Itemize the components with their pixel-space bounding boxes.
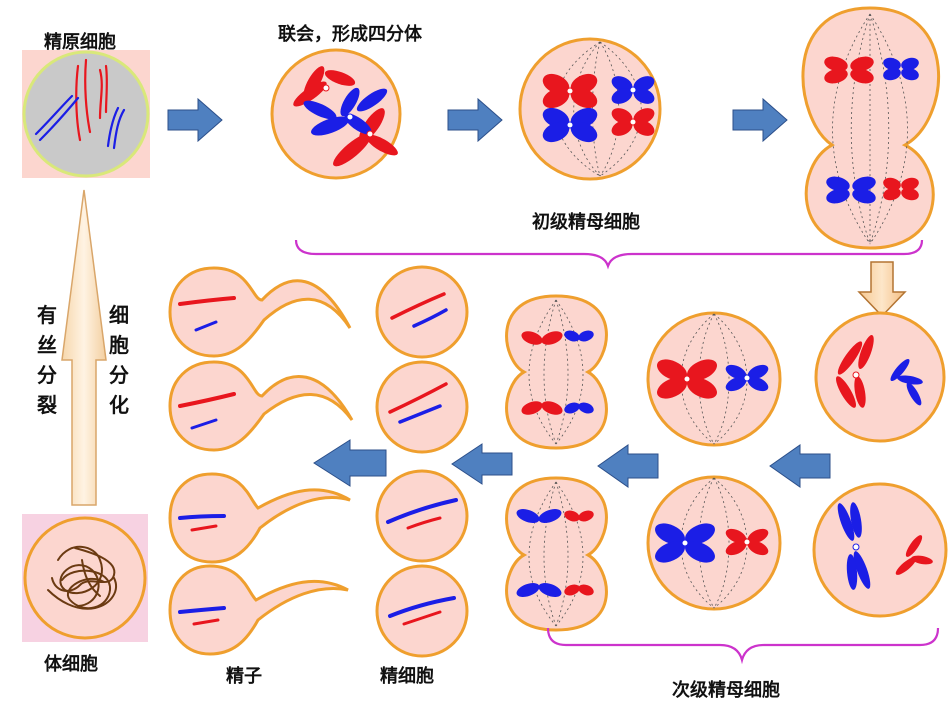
arrow-right-icon [732, 97, 788, 143]
spermatid-cell [375, 265, 469, 359]
secondary-spermatocyte-cell [814, 311, 946, 443]
primary-spermatocyte-label: 初级精母细胞 [532, 212, 640, 233]
arrow-right-icon [167, 97, 223, 143]
arrow-left-icon [451, 443, 513, 485]
arrow-left-icon [597, 444, 659, 488]
somatic-cell [22, 514, 148, 642]
anaphase-one-cell [801, 6, 941, 250]
sperm-cell [168, 266, 352, 358]
spermatid-cell [375, 564, 469, 658]
spermatid-cell [375, 469, 469, 563]
synapsis-cell [270, 48, 402, 180]
primary-spermatocyte-bracket [294, 239, 924, 270]
mitosis-label: 有丝分裂 [37, 303, 57, 417]
spermatid-cell [375, 360, 469, 454]
sperm-cell [168, 472, 351, 564]
metaphase-one-cell [518, 37, 662, 181]
anaphase-two-cell [505, 294, 608, 450]
metaphase-two-cell [646, 311, 782, 447]
differentiation-label: 细胞分化 [109, 303, 129, 417]
secondary-spermatocyte-cell [812, 482, 948, 618]
arrow-left-icon [769, 444, 831, 488]
sperm-cell [168, 360, 354, 452]
secondary-spermatocyte-bracket [546, 627, 940, 665]
arrow-right-icon [447, 97, 503, 143]
sperm-cell [168, 564, 349, 656]
arrow-left-icon [313, 439, 387, 487]
spermatogonium-label: 精原细胞 [44, 32, 116, 53]
metaphase-two-cell [646, 475, 782, 611]
sperm-label: 精子 [226, 666, 262, 687]
up-arrow-mitosis [61, 189, 107, 506]
down-arrow-icon [857, 261, 907, 318]
synapsis-label: 联会，形成四分体 [278, 24, 422, 45]
anaphase-two-cell [505, 476, 608, 632]
spermatogonium-cell [22, 50, 150, 178]
secondary-spermatocyte-label: 次级精母细胞 [672, 680, 780, 701]
spermatid-label: 精细胞 [380, 666, 434, 687]
somatic-cell-label: 体细胞 [44, 654, 98, 675]
